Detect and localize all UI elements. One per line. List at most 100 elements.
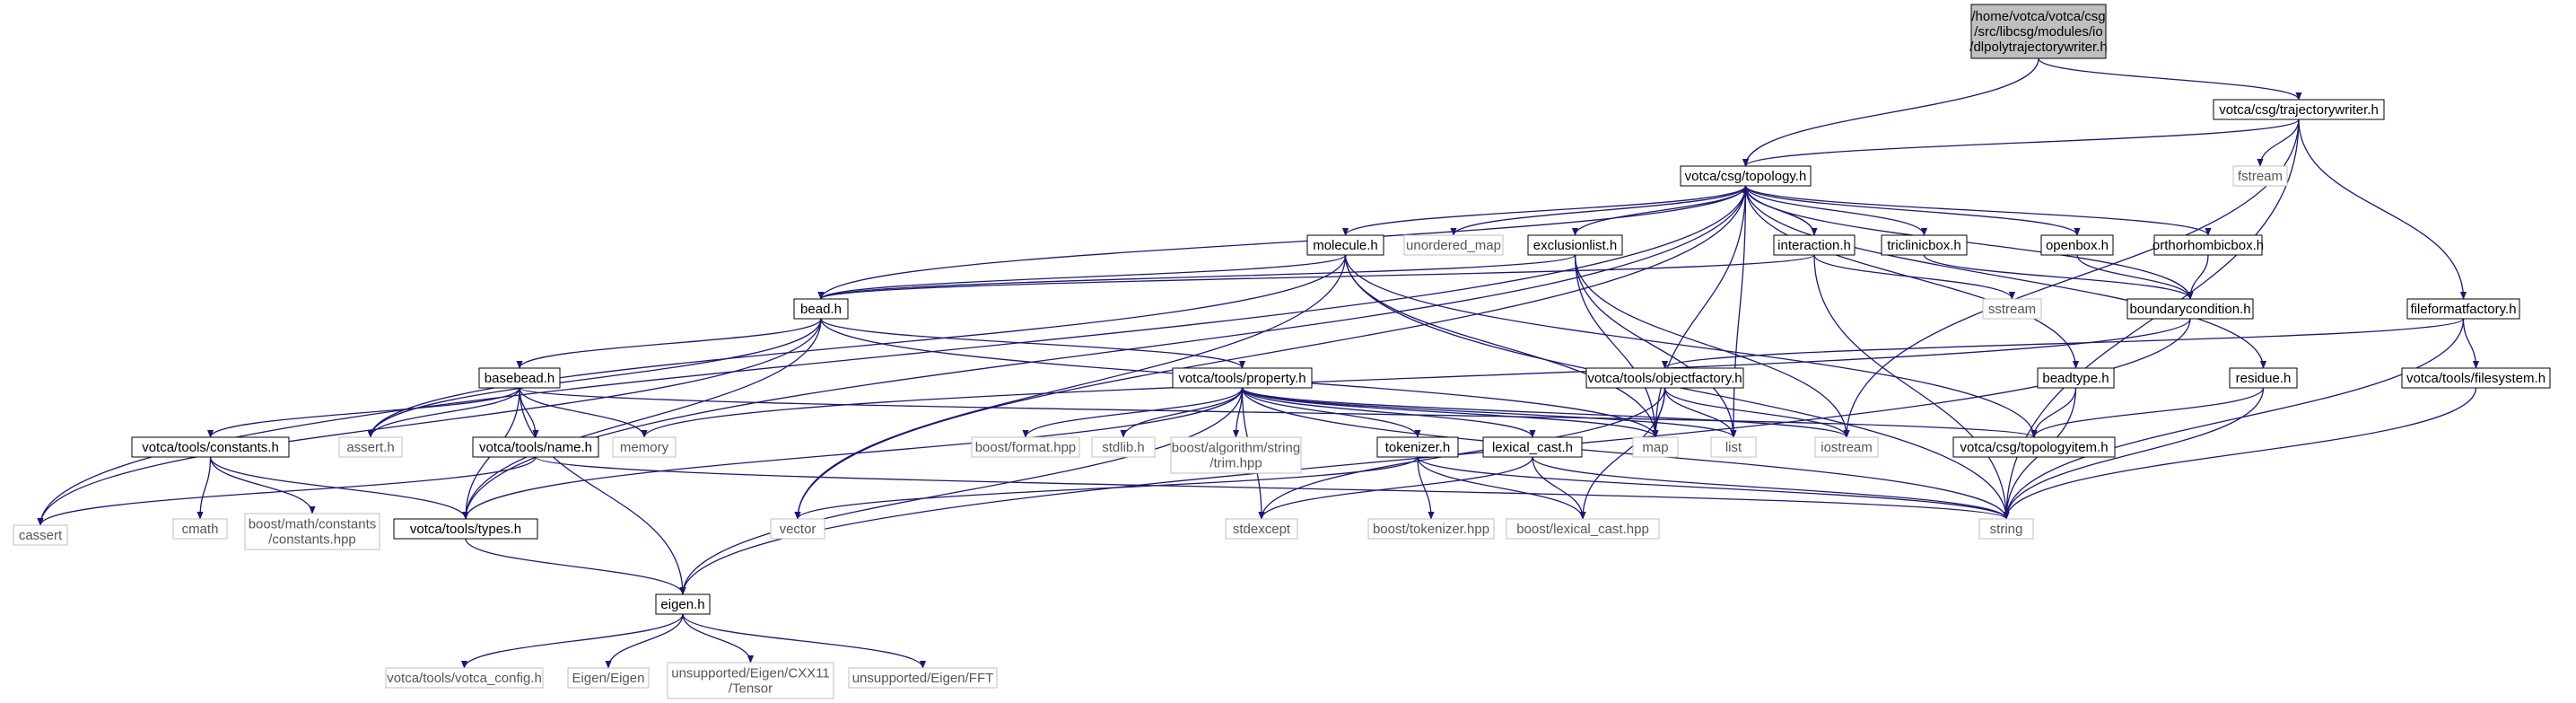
node-molecule-box bbox=[1306, 234, 1384, 256]
node-boost_constants-label: boost/math/constants bbox=[249, 517, 377, 532]
node-trajectorywriter[interactable]: votca/csg/trajectorywriter.h bbox=[2213, 99, 2385, 120]
node-filesystem-box bbox=[2401, 367, 2551, 389]
node-topologyitem[interactable]: votca/csg/topologyitem.h bbox=[1952, 436, 2116, 458]
node-orthorhombicbox-box bbox=[2153, 234, 2263, 256]
node-beadtype-box bbox=[2037, 367, 2115, 389]
node-string-label: string bbox=[1990, 522, 2023, 537]
node-sstream-label: sstream bbox=[1988, 302, 2036, 317]
edge-exclusionlist-to-map bbox=[1574, 254, 1659, 438]
node-fileformatfactory[interactable]: fileformatfactory.h bbox=[2406, 298, 2520, 320]
node-objectfactory[interactable]: votca/tools/objectfactory.h bbox=[1585, 367, 1744, 389]
edge-topology-to-cassert bbox=[37, 185, 1747, 526]
edge-interaction-to-string bbox=[1813, 254, 2010, 520]
edge-exclusionlist-to-iostream bbox=[1574, 254, 1850, 438]
edge-trajectorywriter-to-topology bbox=[1742, 119, 2300, 167]
node-boundarycondition-box bbox=[2126, 298, 2254, 320]
node-exclusionlist[interactable]: exclusionlist.h bbox=[1527, 234, 1623, 256]
node-sstream: sstream bbox=[1982, 298, 2042, 320]
node-list-label: list bbox=[1725, 440, 1742, 455]
node-interaction[interactable]: interaction.h bbox=[1773, 234, 1856, 256]
edge-tokenizer-to-string bbox=[1417, 456, 2010, 520]
node-topology-label: votca/csg/topology.h bbox=[1685, 169, 1807, 184]
edge-topology-to-vector bbox=[794, 185, 1747, 520]
node-boost_lexical_cast-label: boost/lexical_cast.hpp bbox=[1516, 522, 1649, 537]
edge-molecule-to-assert bbox=[367, 254, 1347, 438]
node-constants[interactable]: votca/tools/constants.h bbox=[131, 436, 290, 458]
node-format-label: boost/format.hpp bbox=[975, 440, 1077, 455]
edge-molecule-to-map bbox=[1344, 254, 1659, 438]
edge-filesystem-to-string bbox=[2003, 387, 2477, 520]
node-openbox[interactable]: openbox.h bbox=[2040, 234, 2114, 256]
node-residue[interactable]: residue.h bbox=[2229, 367, 2298, 389]
edge-topology-to-openbox bbox=[1744, 185, 2081, 236]
node-topology-box bbox=[1680, 165, 1812, 187]
node-trajectorywriter-label: votca/csg/trajectorywriter.h bbox=[2219, 102, 2379, 118]
node-eigen-label: eigen.h bbox=[660, 597, 704, 612]
node-bead-label: bead.h bbox=[800, 302, 842, 317]
node-map: map bbox=[1632, 436, 1679, 458]
node-bead[interactable]: bead.h bbox=[793, 298, 849, 320]
node-boost_lexical_cast: boost/lexical_cast.hpp bbox=[1506, 518, 1660, 540]
node-root-label: /dlpolytrajectorywriter.h bbox=[1969, 40, 2107, 55]
node-basebead-label: basebead.h bbox=[485, 371, 554, 386]
node-filesystem[interactable]: votca/tools/filesystem.h bbox=[2401, 367, 2551, 389]
node-basebead[interactable]: basebead.h bbox=[478, 367, 561, 389]
node-triclinicbox-box bbox=[1881, 234, 1968, 256]
node-orthorhombicbox[interactable]: orthorhombicbox.h bbox=[2152, 234, 2264, 256]
node-lexical_cast-label: lexical_cast.h bbox=[1492, 440, 1573, 455]
node-trajectorywriter-box bbox=[2213, 99, 2385, 120]
node-tensor-box bbox=[667, 662, 834, 699]
node-property[interactable]: votca/tools/property.h bbox=[1172, 367, 1313, 389]
edge-property-to-format bbox=[1022, 387, 1244, 438]
node-boost_tokenizer: boost/tokenizer.hpp bbox=[1367, 518, 1495, 540]
node-tensor-label: /Tensor bbox=[729, 681, 773, 697]
node-lexical_cast[interactable]: lexical_cast.h bbox=[1482, 436, 1583, 458]
node-name[interactable]: votca/tools/name.h bbox=[472, 436, 599, 458]
node-fft-box bbox=[848, 667, 998, 689]
node-exclusionlist-label: exclusionlist.h bbox=[1533, 238, 1617, 253]
node-fft-label: unsupported/Eigen/FFT bbox=[852, 671, 994, 686]
node-boost_constants: boost/math/constants/constants.hpp bbox=[244, 513, 380, 550]
node-property-box bbox=[1172, 367, 1313, 389]
edge-fileformatfactory-to-objectfactory bbox=[1662, 318, 2465, 369]
node-triclinicbox[interactable]: triclinicbox.h bbox=[1881, 234, 1968, 256]
edge-topology-to-triclinicbox bbox=[1744, 185, 1928, 236]
node-triclinicbox-label: triclinicbox.h bbox=[1887, 238, 1961, 253]
edge-property-to-types bbox=[462, 387, 1244, 520]
edge-tokenizer-to-vector bbox=[794, 456, 1419, 520]
node-memory-label: memory bbox=[620, 440, 669, 455]
edge-property-to-map bbox=[1241, 387, 1659, 438]
node-stdlib-box bbox=[1091, 436, 1156, 458]
node-types[interactable]: votca/tools/types.h bbox=[393, 518, 538, 540]
node-root-label: /home/votca/votca/csg bbox=[1971, 9, 2105, 24]
node-eigen[interactable]: eigen.h bbox=[655, 593, 711, 615]
node-boundarycondition[interactable]: boundarycondition.h bbox=[2126, 298, 2254, 320]
edge-bead-to-assert bbox=[367, 318, 822, 438]
node-boost_lexical_cast-box bbox=[1506, 518, 1660, 540]
node-eigen-box bbox=[655, 593, 711, 615]
node-assert-box bbox=[338, 436, 403, 458]
node-boost_constants-box bbox=[244, 513, 380, 550]
edge-boundarycondition-to-memory bbox=[641, 318, 2191, 438]
node-filesystem-label: votca/tools/filesystem.h bbox=[2406, 371, 2545, 386]
edge-molecule-to-topologyitem bbox=[1344, 254, 2038, 438]
node-molecule[interactable]: molecule.h bbox=[1306, 234, 1384, 256]
edge-eigen-to-fft bbox=[682, 613, 927, 669]
edge-property-to-lexical_cast bbox=[1241, 387, 1536, 438]
node-residue-box bbox=[2229, 367, 2298, 389]
edge-topology-to-molecule bbox=[1342, 185, 1747, 236]
edge-exclusionlist-to-bead bbox=[817, 254, 1576, 300]
edge-eigen-to-tensor bbox=[682, 613, 755, 663]
node-tokenizer[interactable]: tokenizer.h bbox=[1376, 436, 1459, 458]
edge-eigen-to-eigen_eigen bbox=[605, 613, 684, 669]
edge-property-to-iostream bbox=[1241, 387, 1850, 438]
node-vector-box bbox=[770, 518, 825, 540]
edge-eigen-to-votca_config bbox=[460, 613, 684, 669]
node-topology[interactable]: votca/csg/topology.h bbox=[1680, 165, 1812, 187]
node-beadtype[interactable]: beadtype.h bbox=[2037, 367, 2115, 389]
edge-lexical_cast-to-boost_lexical_cast bbox=[1532, 456, 1586, 520]
edge-objectfactory-to-boost_lexical_cast bbox=[1579, 387, 1666, 520]
node-votca_config-box bbox=[385, 667, 544, 689]
node-residue-label: residue.h bbox=[2236, 371, 2292, 386]
